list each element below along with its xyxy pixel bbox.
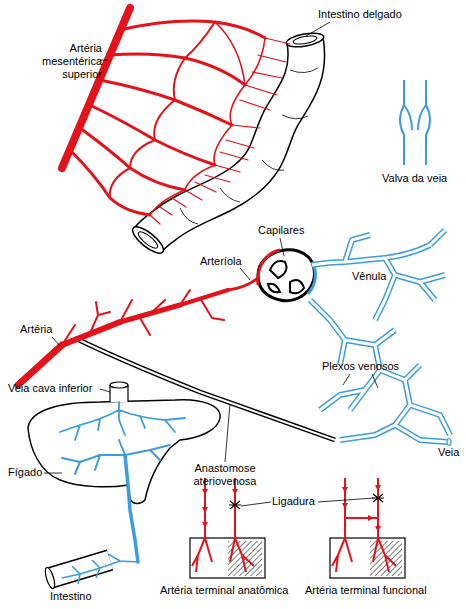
- small-intestine: [129, 31, 325, 258]
- end-artery-anatomical: [202, 489, 238, 528]
- capillary-bed: [270, 261, 286, 278]
- mesenteric-artery: [70, 150, 150, 215]
- mesenteric-artery: [62, 8, 290, 224]
- leader-line: [343, 374, 378, 388]
- leader-line: [100, 22, 330, 60]
- artery: [62, 322, 120, 345]
- capillary-bed: [258, 250, 314, 301]
- part-label: Plexos venosos: [322, 360, 399, 373]
- end-artery-anatomical: [190, 478, 265, 578]
- part-label: Anastomose ateriovenosa: [185, 462, 265, 488]
- intestine-segment: [43, 566, 56, 589]
- part-label: Veia: [438, 446, 459, 459]
- end-artery-functional: [330, 478, 405, 578]
- leader-line: [100, 389, 110, 392]
- venous-plexus: [310, 230, 451, 446]
- capillary-bed: [268, 284, 280, 293]
- vein-valve: [400, 80, 404, 165]
- inferior-vena-cava: [110, 382, 128, 388]
- leader-line: [241, 502, 271, 506]
- mesenteric-artery: [110, 22, 215, 198]
- leader-line: [52, 337, 60, 346]
- leader-line: [240, 268, 250, 280]
- part-label: Veia cava inferior: [8, 382, 92, 395]
- part-label: Ligadura: [272, 495, 315, 508]
- capillary-bed: [290, 280, 304, 293]
- mesenteric-artery: [100, 80, 232, 125]
- leader-line: [280, 238, 284, 256]
- leader-line: [44, 389, 110, 473]
- leader-line: [318, 498, 374, 502]
- end-artery-functional: [332, 478, 396, 572]
- leader-line: [44, 473, 62, 474]
- end-artery-anatomical: [190, 538, 265, 578]
- part-label: Artéria mesentérica superior: [30, 42, 102, 81]
- mesenteric-artery: [120, 21, 265, 38]
- portal-vein: [125, 455, 138, 562]
- small-intestine: [285, 31, 325, 49]
- mesenteric-artery: [150, 38, 290, 224]
- small-intestine: [129, 223, 167, 258]
- leader-line: [306, 22, 330, 36]
- capillary-bed: [258, 250, 280, 285]
- liver: [28, 400, 220, 504]
- capillary-bed: [258, 250, 316, 301]
- mesenteric-artery: [90, 105, 215, 165]
- intestine-segment: [43, 554, 138, 590]
- liver: [28, 400, 220, 504]
- mesenteric-artery: [150, 22, 265, 215]
- vein-valve: [400, 80, 430, 165]
- venous-plexus: [447, 439, 451, 446]
- small-intestine: [293, 34, 318, 45]
- part-label: Intestino delgado: [318, 8, 402, 21]
- hepatic-veins: [60, 402, 185, 440]
- inferior-vena-cava: [110, 382, 128, 402]
- end-artery-functional: [342, 485, 381, 532]
- artery: [18, 345, 62, 385]
- part-label: Vênula: [352, 270, 386, 283]
- part-label: Valva da veia: [382, 172, 447, 185]
- part-label: Arteríola: [200, 255, 242, 268]
- mesenteric-artery: [62, 8, 130, 168]
- intestine-segment: [62, 554, 138, 584]
- vein-valve: [404, 105, 412, 130]
- venous-plexus: [310, 230, 450, 442]
- part-label: Artéria terminal anatômica: [160, 584, 288, 597]
- small-intestine: [136, 229, 160, 250]
- artery: [62, 290, 224, 345]
- end-artery-functional: [330, 538, 405, 578]
- vein-valve: [418, 105, 426, 130]
- hepatic-veins: [60, 402, 185, 440]
- part-label: Fígado: [8, 466, 42, 479]
- vein-valve: [426, 80, 430, 165]
- artery: [18, 278, 258, 385]
- venous-plexus: [310, 230, 450, 442]
- part-label: Artéria: [20, 323, 52, 336]
- portal-vein: [62, 440, 170, 562]
- leader-line: [225, 404, 230, 462]
- part-label: Artéria terminal funcional: [305, 584, 427, 597]
- end-artery-anatomical: [192, 478, 254, 572]
- portal-vein: [62, 440, 170, 474]
- artery: [228, 278, 258, 290]
- end-artery-anatomical: [229, 501, 241, 509]
- part-label: Capilares: [258, 224, 304, 237]
- part-label: Intestino: [50, 590, 92, 603]
